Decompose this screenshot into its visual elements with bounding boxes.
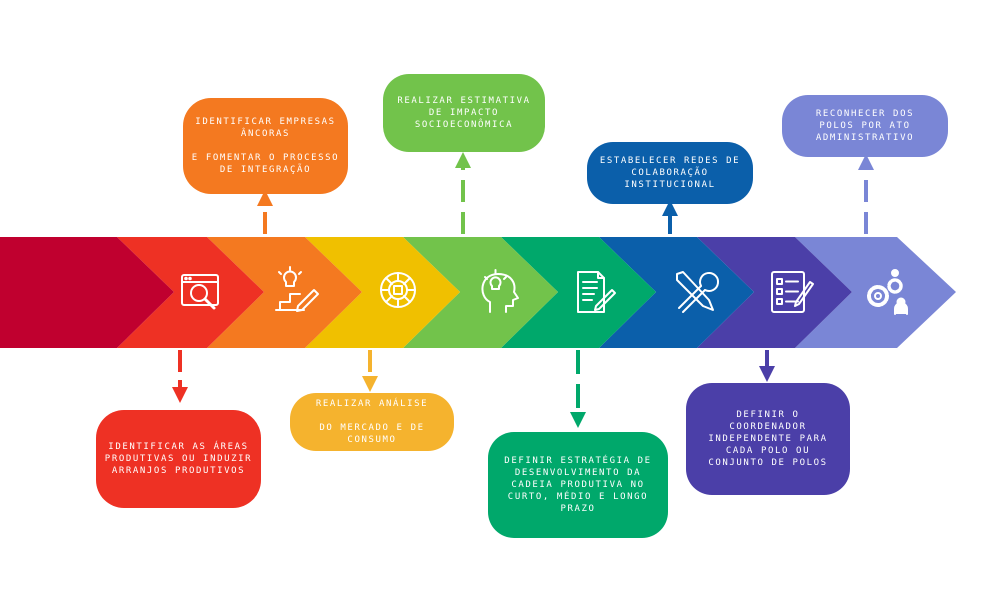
checklist-icon [771, 271, 814, 313]
chevron-9 [795, 237, 956, 348]
step-box-8: RECONHECER DOS POLOS POR ATO ADMINISTRAT… [782, 95, 948, 157]
document-edit-icon [577, 271, 616, 313]
chevron-4 [305, 237, 460, 348]
idea-head-icon [481, 269, 519, 313]
chevron-3 [207, 237, 362, 348]
step-box-5: DEFINIR ESTRATÉGIA DE DESENVOLVIMENTO DA… [488, 432, 668, 538]
step-box-4: REALIZAR ESTIMATIVA DE IMPACTO SOCIOECON… [383, 74, 545, 152]
chevron-7 [599, 237, 754, 348]
connectors [172, 152, 874, 428]
market-brain-icon [380, 272, 416, 308]
step-text-2: IDENTIFICAR EMPRESAS ÂNCORAS E FOMENTAR … [191, 117, 340, 175]
step-box-3: REALIZAR ANÁLISE DO MERCADO E DE CONSUMO [290, 393, 454, 451]
step-box-6: ESTABELECER REDES DE COLABORAÇÃO INSTITU… [587, 142, 753, 204]
step-box-1: IDENTIFICAR AS ÁREAS PRODUTIVAS OU INDUZ… [96, 410, 261, 508]
chevron-1 [0, 237, 174, 348]
step-text-4: REALIZAR ESTIMATIVA DE IMPACTO SOCIOECON… [397, 96, 531, 130]
chevron-band [0, 237, 956, 348]
step-text-7: DEFINIR O COORDENADOR INDEPENDENTE PARA … [708, 410, 828, 468]
gears-people-icon [867, 269, 908, 315]
idea-stairs-icon [275, 266, 319, 312]
step-text-6: ESTABELECER REDES DE COLABORAÇÃO INSTITU… [599, 156, 741, 190]
step-text-5: DEFINIR ESTRATÉGIA DE DESENVOLVIMENTO DA… [504, 456, 652, 514]
chevron-8 [697, 237, 852, 348]
step-text-1: IDENTIFICAR AS ÁREAS PRODUTIVAS OU INDUZ… [104, 442, 253, 476]
step-text-3: REALIZAR ANÁLISE DO MERCADO E DE CONSUMO [315, 399, 429, 445]
tools-icon [676, 271, 719, 313]
step-text-8: RECONHECER DOS POLOS POR ATO ADMINISTRAT… [815, 109, 915, 143]
step-box-2: IDENTIFICAR EMPRESAS ÂNCORAS E FOMENTAR … [183, 98, 348, 194]
chevron-5 [403, 237, 558, 348]
search-window-icon [181, 274, 219, 310]
step-box-7: DEFINIR O COORDENADOR INDEPENDENTE PARA … [686, 383, 850, 495]
